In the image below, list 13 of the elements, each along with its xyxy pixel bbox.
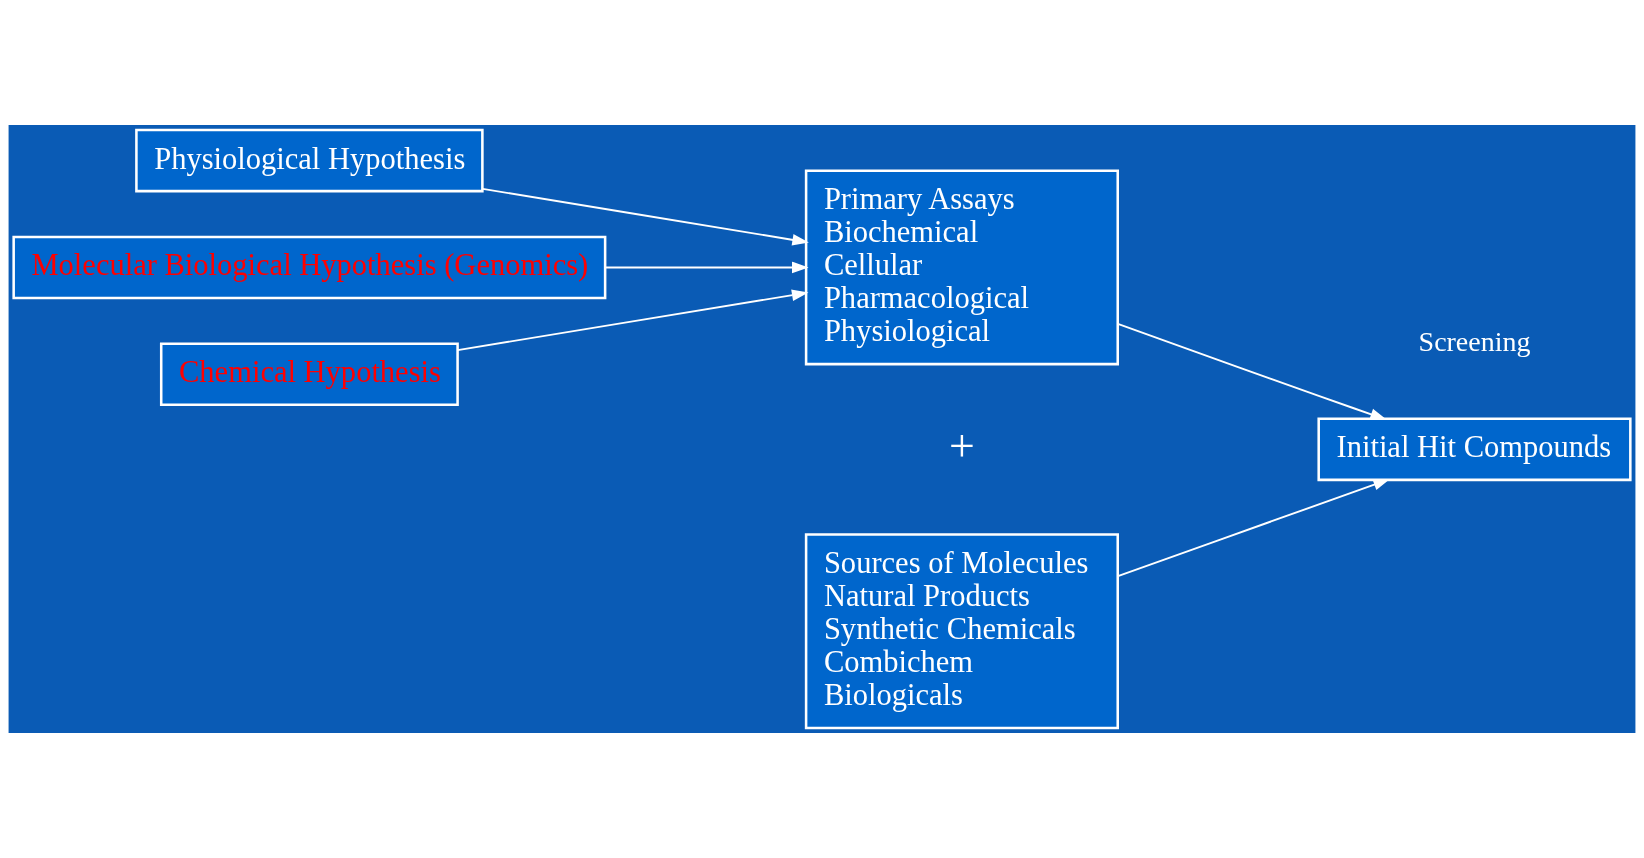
arrow bbox=[1117, 479, 1390, 577]
arrow bbox=[481, 187, 809, 246]
node-box: Molecular Biological Hypothesis (Genomics) bbox=[12, 235, 607, 300]
node-box: Physiological Hypothesis bbox=[135, 128, 484, 193]
arrow bbox=[1116, 322, 1387, 420]
label: + bbox=[949, 419, 975, 471]
arrow bbox=[604, 261, 809, 274]
arrow bbox=[456, 289, 809, 352]
node-box: Sources of Molecules Natural Products Synthetic Chemicals Combichem Biologicals bbox=[804, 533, 1119, 730]
label: Screening bbox=[1418, 325, 1531, 357]
node-box: Primary Assays Biochemical Cellular Pharmacological Physiological bbox=[804, 169, 1119, 366]
node-box: Chemical Hypothesis bbox=[159, 342, 459, 407]
node-box: Initial Hit Compounds bbox=[1317, 417, 1632, 482]
